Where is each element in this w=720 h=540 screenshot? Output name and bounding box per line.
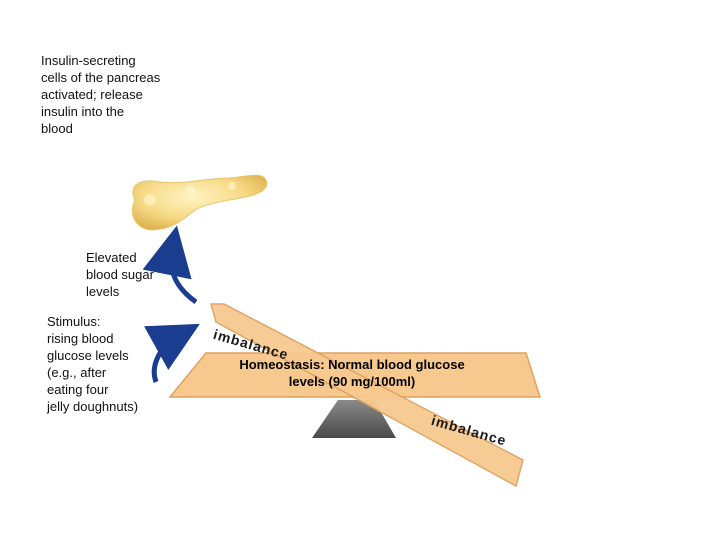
elevated-blood-sugar-label: Elevated blood sugar levels (86, 250, 154, 299)
stimulus-label: Stimulus: rising blood glucose levels (e… (47, 314, 139, 414)
curved-up-arrow-icon (143, 323, 200, 383)
insulin-secreting-label: Insulin-secreting cells of the pancreas … (41, 53, 161, 136)
tilted-board (210, 303, 524, 488)
homeostasis-label: Homeostasis: Normal blood glucose levels… (239, 357, 465, 389)
pancreas-organ-icon (131, 174, 268, 231)
curved-up-arrow-icon (142, 225, 198, 305)
